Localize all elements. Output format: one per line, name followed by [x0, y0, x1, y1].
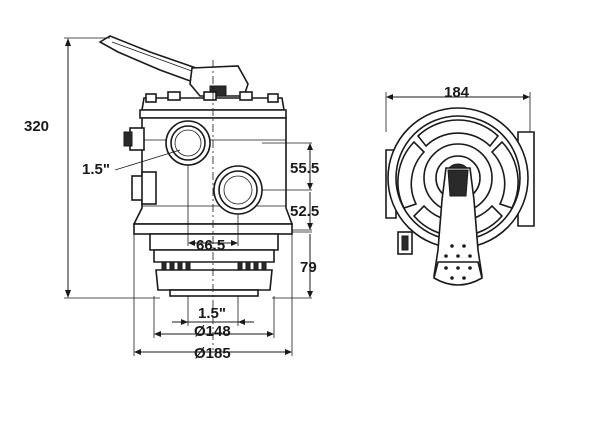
dim-side-port: 1.5" — [82, 149, 181, 178]
dim-base-height: 79 — [272, 231, 317, 299]
label-184: 184 — [444, 84, 470, 101]
label-55-5: 55.5 — [290, 160, 319, 177]
lower-port — [213, 165, 263, 215]
label-diameter-185: Ø185 — [194, 345, 231, 362]
handle-grip-dots — [444, 244, 472, 280]
upper-port — [165, 120, 211, 166]
front-view: 320 1.5" 55.5 52.5 66.5 — [24, 35, 319, 362]
label-diameter-148: Ø148 — [194, 323, 231, 340]
dim-horizontal-ports: 66.5 — [187, 165, 239, 254]
base-teeth — [161, 261, 267, 271]
dim-bolt-circle: Ø148 — [153, 296, 275, 340]
label-side-port-size: 1.5" — [82, 161, 110, 178]
side-fitting-left — [123, 127, 145, 151]
label-66-5: 66.5 — [196, 237, 225, 254]
valve-handle — [98, 35, 249, 97]
label-height-320: 320 — [24, 118, 49, 135]
dim-vertical-ports: 55.5 52.5 — [262, 142, 319, 231]
base-flange — [133, 223, 293, 297]
top-segment-ring — [397, 119, 519, 238]
dim-bottom-port: 1.5" — [172, 296, 254, 326]
top-view-handle — [433, 167, 483, 286]
label-bottom-1-5: 1.5" — [198, 305, 226, 322]
dim-base-diameter: Ø185 — [133, 234, 293, 362]
dim-overall-height: 320 — [24, 37, 160, 299]
dim-top-width: 184 — [385, 84, 531, 132]
top-view: 184 — [385, 84, 535, 286]
label-79: 79 — [300, 259, 317, 276]
side-stub-left — [131, 171, 157, 205]
label-52-5: 52.5 — [290, 203, 319, 220]
